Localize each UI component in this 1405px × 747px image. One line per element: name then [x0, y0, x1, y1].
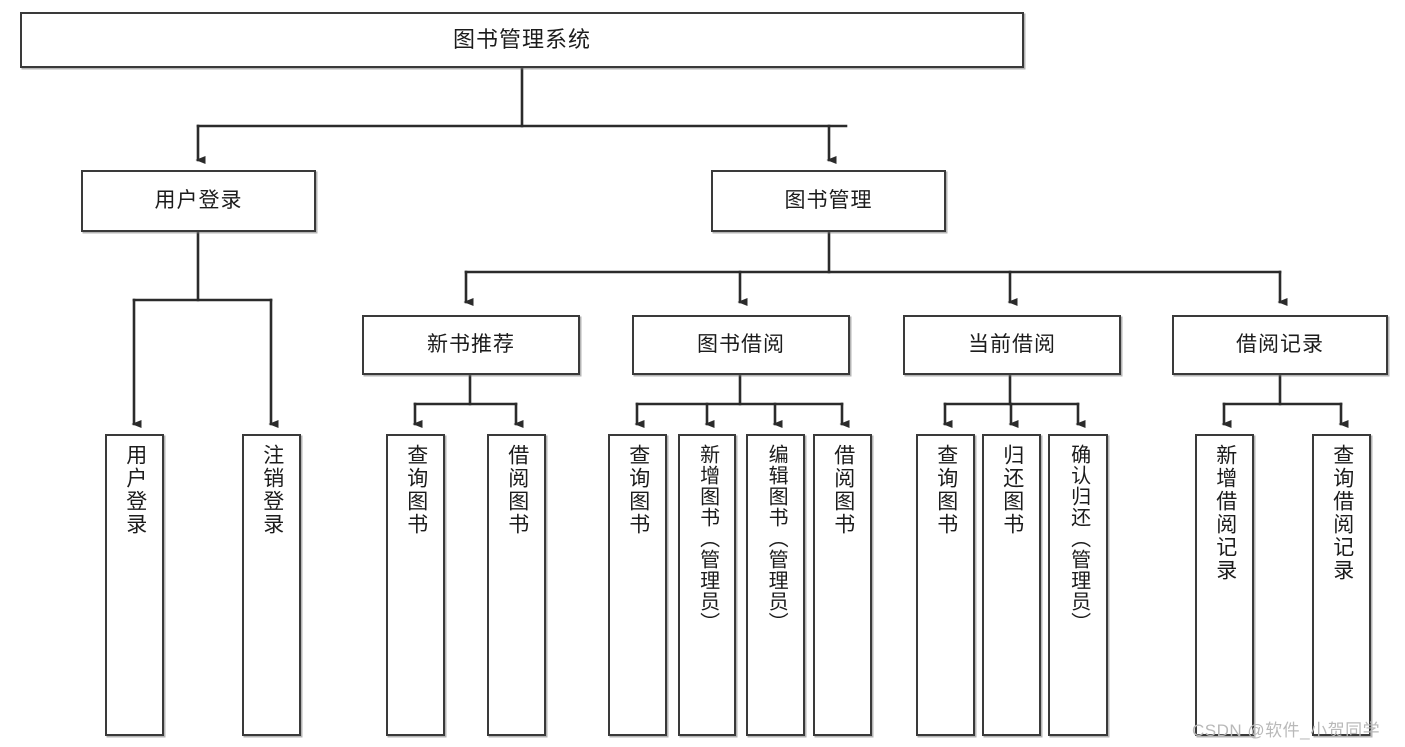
node-leaf-edit-book-label: 编辑图书（管理员）	[765, 444, 788, 633]
node-user-login[interactable]: 用户登录	[81, 170, 316, 232]
node-root[interactable]: 图书管理系统	[20, 12, 1024, 68]
node-book-borrow[interactable]: 图书借阅	[632, 315, 850, 375]
node-leaf-query-book-1-label: 查询图书	[404, 444, 428, 536]
node-leaf-confirm-return-label: 确认归还（管理员）	[1067, 444, 1090, 633]
node-leaf-query-record-label: 查询借阅记录	[1330, 444, 1354, 582]
node-new-book-rec-label: 新书推荐	[427, 332, 515, 356]
node-leaf-user-login[interactable]: 用户登录	[105, 434, 164, 736]
node-user-login-label: 用户登录	[154, 188, 243, 212]
node-leaf-query-book-2-label: 查询图书	[626, 444, 650, 536]
node-leaf-edit-book[interactable]: 编辑图书（管理员）	[746, 434, 805, 736]
node-root-label: 图书管理系统	[452, 27, 591, 53]
node-leaf-user-login-label: 用户登录	[123, 444, 147, 536]
node-leaf-add-book[interactable]: 新增图书（管理员）	[678, 434, 736, 736]
node-leaf-add-record[interactable]: 新增借阅记录	[1195, 434, 1254, 736]
node-leaf-query-book-3[interactable]: 查询图书	[916, 434, 975, 736]
node-leaf-return-book-label: 归还图书	[1000, 444, 1024, 536]
node-leaf-query-book-3-label: 查询图书	[934, 444, 958, 536]
node-leaf-user-logout[interactable]: 注销登录	[242, 434, 301, 736]
node-leaf-return-book[interactable]: 归还图书	[982, 434, 1041, 736]
node-current-borrow[interactable]: 当前借阅	[903, 315, 1121, 375]
node-leaf-confirm-return[interactable]: 确认归还（管理员）	[1048, 434, 1108, 736]
watermark-text: CSDN @软件_小贺同学	[1192, 721, 1381, 740]
node-leaf-borrow-book-1[interactable]: 借阅图书	[487, 434, 546, 736]
node-leaf-user-logout-label: 注销登录	[260, 444, 284, 536]
node-leaf-borrow-book-1-label: 借阅图书	[505, 444, 529, 536]
node-book-borrow-label: 图书借阅	[697, 332, 785, 356]
node-leaf-query-book-1[interactable]: 查询图书	[386, 434, 445, 736]
node-book-manage[interactable]: 图书管理	[711, 170, 946, 232]
node-leaf-add-book-label: 新增图书（管理员）	[696, 444, 719, 633]
node-leaf-add-record-label: 新增借阅记录	[1213, 444, 1237, 582]
node-leaf-query-book-2[interactable]: 查询图书	[608, 434, 667, 736]
node-leaf-query-record[interactable]: 查询借阅记录	[1312, 434, 1371, 736]
node-borrow-record[interactable]: 借阅记录	[1172, 315, 1388, 375]
node-leaf-borrow-book-2-label: 借阅图书	[831, 444, 855, 536]
node-new-book-rec[interactable]: 新书推荐	[362, 315, 580, 375]
node-borrow-record-label: 借阅记录	[1236, 332, 1324, 356]
node-book-manage-label: 图书管理	[784, 188, 873, 212]
node-leaf-borrow-book-2[interactable]: 借阅图书	[813, 434, 872, 736]
node-current-borrow-label: 当前借阅	[968, 332, 1056, 356]
